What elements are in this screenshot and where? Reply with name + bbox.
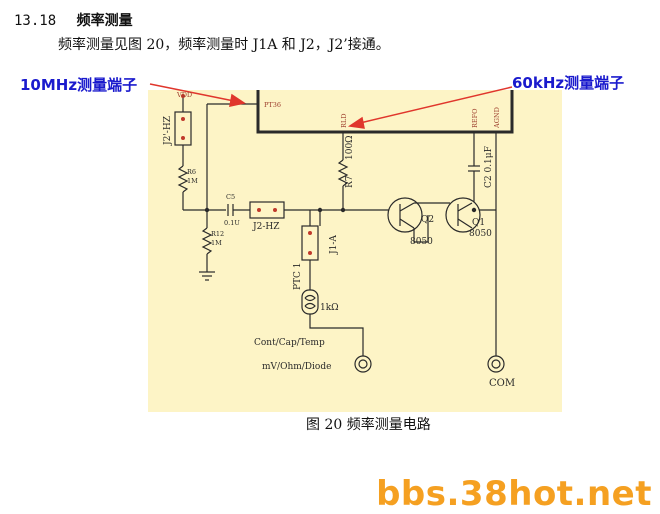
terminal-com-inner [491,359,501,369]
label-r6-name: R6 [187,168,196,176]
node-dot-2 [317,207,323,213]
label-terminal-left2: mV/Ohm/Diode [262,362,331,372]
label-q2-part: 8050 [410,237,433,247]
ptc-coil [304,294,316,310]
transistor-q2 [387,197,423,233]
jumper-j2 [249,201,285,219]
q2-collector [399,202,415,212]
label-c5-name: C5 [226,193,235,201]
label-j2p: J2'-HZ [163,116,173,146]
q1-collector [457,202,473,212]
node-dot-1 [204,207,210,213]
section-heading: 13.18 频率测量 [14,10,133,30]
q1-emitter [457,218,473,229]
pin-refo: REFO [471,109,479,128]
pin-vdd: VDD [176,91,192,99]
watermark: bbs.38hot.net [376,474,652,514]
arrow-10mhz-head [229,93,246,107]
label-q1-part: 8050 [469,229,492,239]
wire-ptc-term [309,314,364,356]
label-r12-value: 1M [211,239,222,247]
figure-caption: 图 20 频率测量电路 [306,417,431,433]
label-terminal-left: Cont/Cap/Temp [254,338,325,348]
label-q1-name: Q1 [472,218,485,228]
label-c2: C2 0.1μF [484,146,494,188]
label-ptc: PTC 1 [293,262,303,290]
label-r6-value: 1M [187,177,198,185]
resistor-r12 [201,227,213,255]
j2p-contact-2 [181,136,185,140]
node-dot-4 [471,207,477,213]
j2p-contact-1 [181,117,185,121]
j1-contact-2 [308,251,312,255]
terminal-left-inner [358,359,368,369]
label-terminal-com: COM [489,378,515,389]
label-1k: 1kΩ [320,303,339,313]
section-number: 13.18 [14,13,57,29]
ic-outline [256,90,514,134]
label-j1: J1-A [329,235,339,255]
jumper-j2p [174,111,192,146]
pin-rld: RLD [340,114,348,128]
label-r12-name: R12 [211,230,224,238]
vdd-dot [181,94,185,98]
q2-emitter [399,218,415,229]
ptc-body [301,289,319,315]
label-j2: J2-HZ [252,222,279,232]
label-c5-value: 0.1U [224,219,240,227]
arrow-60khz [359,86,513,124]
j1-contact-1 [308,231,312,235]
resistor-r6 [177,165,189,193]
callout-60khz: 60kHz测量端子 [512,74,625,92]
body-paragraph: 频率测量见图 20，频率测量时 J1A 和 J2，J2’接通。 [58,37,390,53]
pin-pt36: PT36 [264,101,281,109]
j2-contact-1 [257,208,261,212]
j2-contact-2 [273,208,277,212]
node-dot-3 [340,207,346,213]
callout-10mhz: 10MHz测量端子 [20,76,138,94]
resistor-r7 [337,159,349,187]
label-q2-name: Q2 [421,215,434,225]
label-r7-value: 100Ω [345,135,355,160]
label-r7-name: R7 [345,175,355,188]
arrow-60khz-head [347,116,365,129]
pin-agnd: AGND [493,107,501,129]
wire-q2-base [413,215,429,243]
arrow-10mhz [149,83,235,102]
transistor-q1 [445,197,481,233]
section-title: 频率测量 [76,13,133,29]
